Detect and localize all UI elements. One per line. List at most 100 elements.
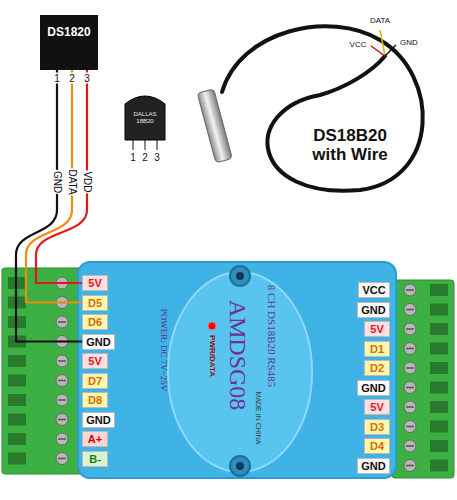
sensor-chip: DS1820 (40, 15, 98, 70)
chip-marking: DALLAS 18B20 (129, 111, 161, 124)
pin-name: DATA (67, 168, 78, 195)
screw (404, 304, 416, 316)
pin-name: GND (361, 304, 385, 316)
pin-number: 1 (53, 73, 61, 84)
screw-slot (58, 438, 66, 440)
screw-slot (406, 465, 414, 467)
wire-name: DATA (370, 17, 390, 26)
wire-entry (430, 362, 448, 374)
mount-hole (236, 462, 244, 470)
wire-entry (8, 433, 26, 445)
chip-name: DS1820 (47, 26, 90, 39)
screw-slot (58, 458, 66, 460)
terminal-label: VCC (358, 282, 390, 298)
model-text: 8 CH DS18B20 RS485 (266, 285, 278, 387)
screw-slot (406, 289, 414, 291)
terminal-label: D5 (82, 295, 108, 311)
terminal-block (2, 268, 82, 474)
wire-entry (8, 453, 26, 465)
pin-name: VDD (82, 170, 93, 193)
brand-name: AMDSG08 (225, 300, 251, 411)
pin-name: D7 (88, 375, 102, 387)
screw-slot (58, 380, 66, 382)
wire (16, 70, 82, 342)
terminal-label: GND (82, 334, 115, 350)
pin-name: D5 (88, 297, 102, 309)
wire-entry (430, 343, 448, 355)
terminal-label: D1 (364, 341, 390, 357)
terminal-label: 5V (82, 353, 108, 369)
terminal-label: D6 (82, 314, 108, 330)
small-chip (125, 96, 165, 150)
screw (56, 375, 68, 387)
pin-number: 2 (141, 152, 149, 163)
screw-slot (406, 406, 414, 408)
wire (26, 70, 82, 303)
screw (404, 401, 416, 413)
terminal-label: D7 (82, 373, 108, 389)
pin-name: B- (89, 453, 101, 465)
screw (404, 440, 416, 452)
terminal-label: GND (357, 302, 390, 318)
screw (56, 433, 68, 445)
wire-name: GND (400, 39, 418, 48)
screw (404, 362, 416, 374)
pin-name: D3 (370, 421, 384, 433)
rs485-module: AMDSG088 CH DS18B20 RS485POWER: DC 7V~25… (78, 262, 396, 478)
screw (56, 394, 68, 406)
wire-entry (8, 355, 26, 367)
wire-name: VCC (350, 41, 367, 50)
screw (56, 316, 68, 328)
screw (404, 460, 416, 472)
pin-number: 3 (83, 73, 91, 84)
wire-entry (8, 414, 26, 426)
screw-slot (58, 419, 66, 421)
screw (404, 323, 416, 335)
wire-entry (430, 304, 448, 316)
terminal-label: D8 (82, 392, 108, 408)
pin-name: GND (361, 382, 385, 394)
pin-name: 5V (370, 401, 383, 413)
screw (56, 414, 68, 426)
screw (404, 343, 416, 355)
terminal-label: GND (357, 458, 390, 474)
wire-entry (430, 323, 448, 335)
terminal-label: GND (82, 412, 115, 428)
screw-slot (58, 360, 66, 362)
mount-hole (236, 272, 244, 280)
board-oval (168, 272, 312, 472)
pin-name: D2 (370, 362, 384, 374)
pin-name: D8 (88, 394, 102, 406)
wire-entry (430, 421, 448, 433)
pin-number: 3 (153, 152, 161, 163)
wire-entry (8, 394, 26, 406)
terminal-label: B- (82, 451, 108, 467)
pin-number: 1 (129, 152, 137, 163)
terminal-label: 5V (364, 321, 390, 337)
wire (36, 70, 87, 283)
pin-name: D6 (88, 316, 102, 328)
terminal-label: 5V (82, 275, 108, 291)
pin-name: 5V (88, 355, 101, 367)
mount-hole (230, 456, 250, 476)
screw (56, 453, 68, 465)
pin-name: A+ (88, 433, 102, 445)
wire-entry (430, 440, 448, 452)
pin-name: GND (52, 170, 63, 194)
screw-slot (406, 348, 414, 350)
pin-name: D4 (370, 440, 384, 452)
screw (56, 355, 68, 367)
wire-entry (430, 382, 448, 394)
terminal-label: GND (357, 380, 390, 396)
pin-name: 5V (370, 323, 383, 335)
screw-slot (58, 399, 66, 401)
wire-entry (430, 284, 448, 296)
origin-text: MADE IN CHINA (254, 392, 262, 445)
screw-slot (58, 321, 66, 323)
screw-slot (406, 367, 414, 369)
led (208, 322, 216, 330)
pin-name: GND (361, 460, 385, 472)
screw-slot (406, 445, 414, 447)
probe-title: DS18B20 with Wire (304, 127, 396, 164)
pin-number: 2 (68, 73, 76, 84)
